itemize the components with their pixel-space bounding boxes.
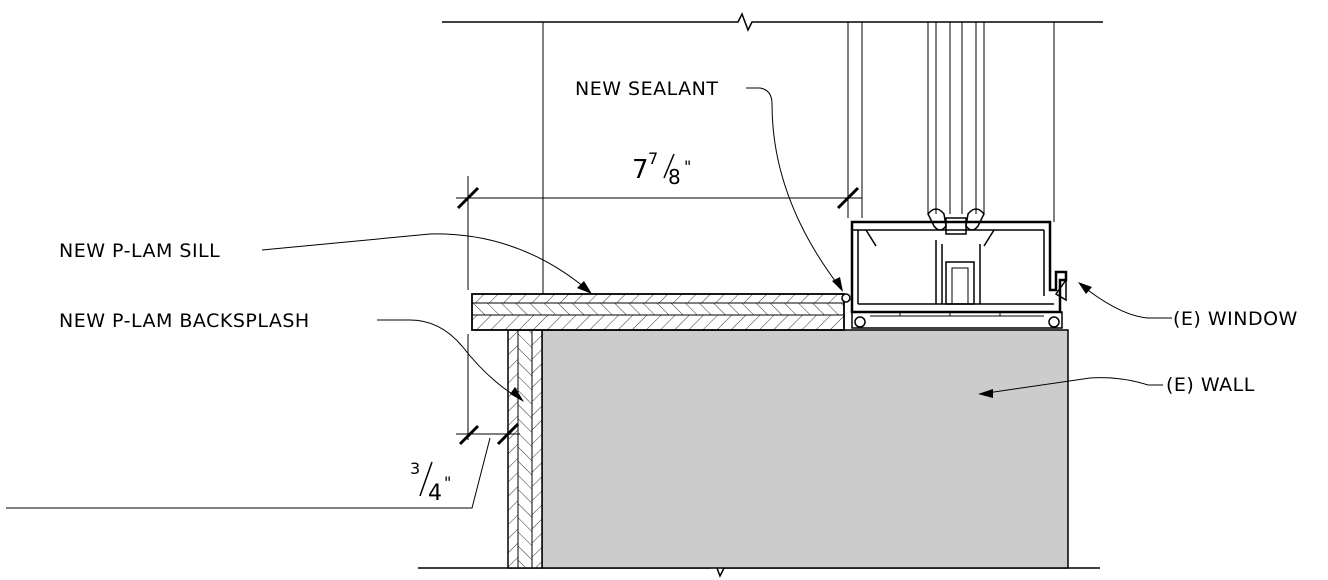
label-new-p-lam-backsplash: NEW P-LAM BACKSPLASH [59, 310, 310, 332]
break-line-top [442, 12, 1103, 32]
label-new-p-lam-sill: NEW P-LAM SILL [59, 240, 220, 262]
dim-7-7-8-den: 8 [668, 165, 681, 189]
label-existing-wall: (E) WALL [1166, 374, 1255, 396]
dimension-backsplash-thickness: 3 4 " [6, 334, 520, 509]
sealant-bead [841, 293, 851, 303]
dim-7-7-8-whole: 7 [632, 155, 649, 185]
leader-window [1078, 282, 1172, 319]
dim-7-7-8-unit: " [684, 157, 691, 176]
backsplash [507, 329, 543, 569]
label-new-sealant: NEW SEALANT [575, 78, 718, 100]
window-frame [841, 22, 1068, 329]
existing-wall [541, 329, 1069, 569]
dim-7-7-8-num: 7 [648, 149, 658, 168]
sill [471, 293, 845, 331]
dim-3-4-num: 3 [410, 459, 420, 478]
leader-backsplash [377, 319, 524, 402]
leader-sealant [746, 87, 843, 292]
label-existing-window: (E) WINDOW [1173, 308, 1298, 330]
leader-sill [261, 233, 592, 294]
dimension-sill-depth: 7 7 8 " [456, 149, 862, 290]
leader-wall [978, 377, 1163, 398]
dim-3-4-den: 4 [428, 481, 442, 506]
dim-3-4-unit: " [444, 473, 451, 492]
